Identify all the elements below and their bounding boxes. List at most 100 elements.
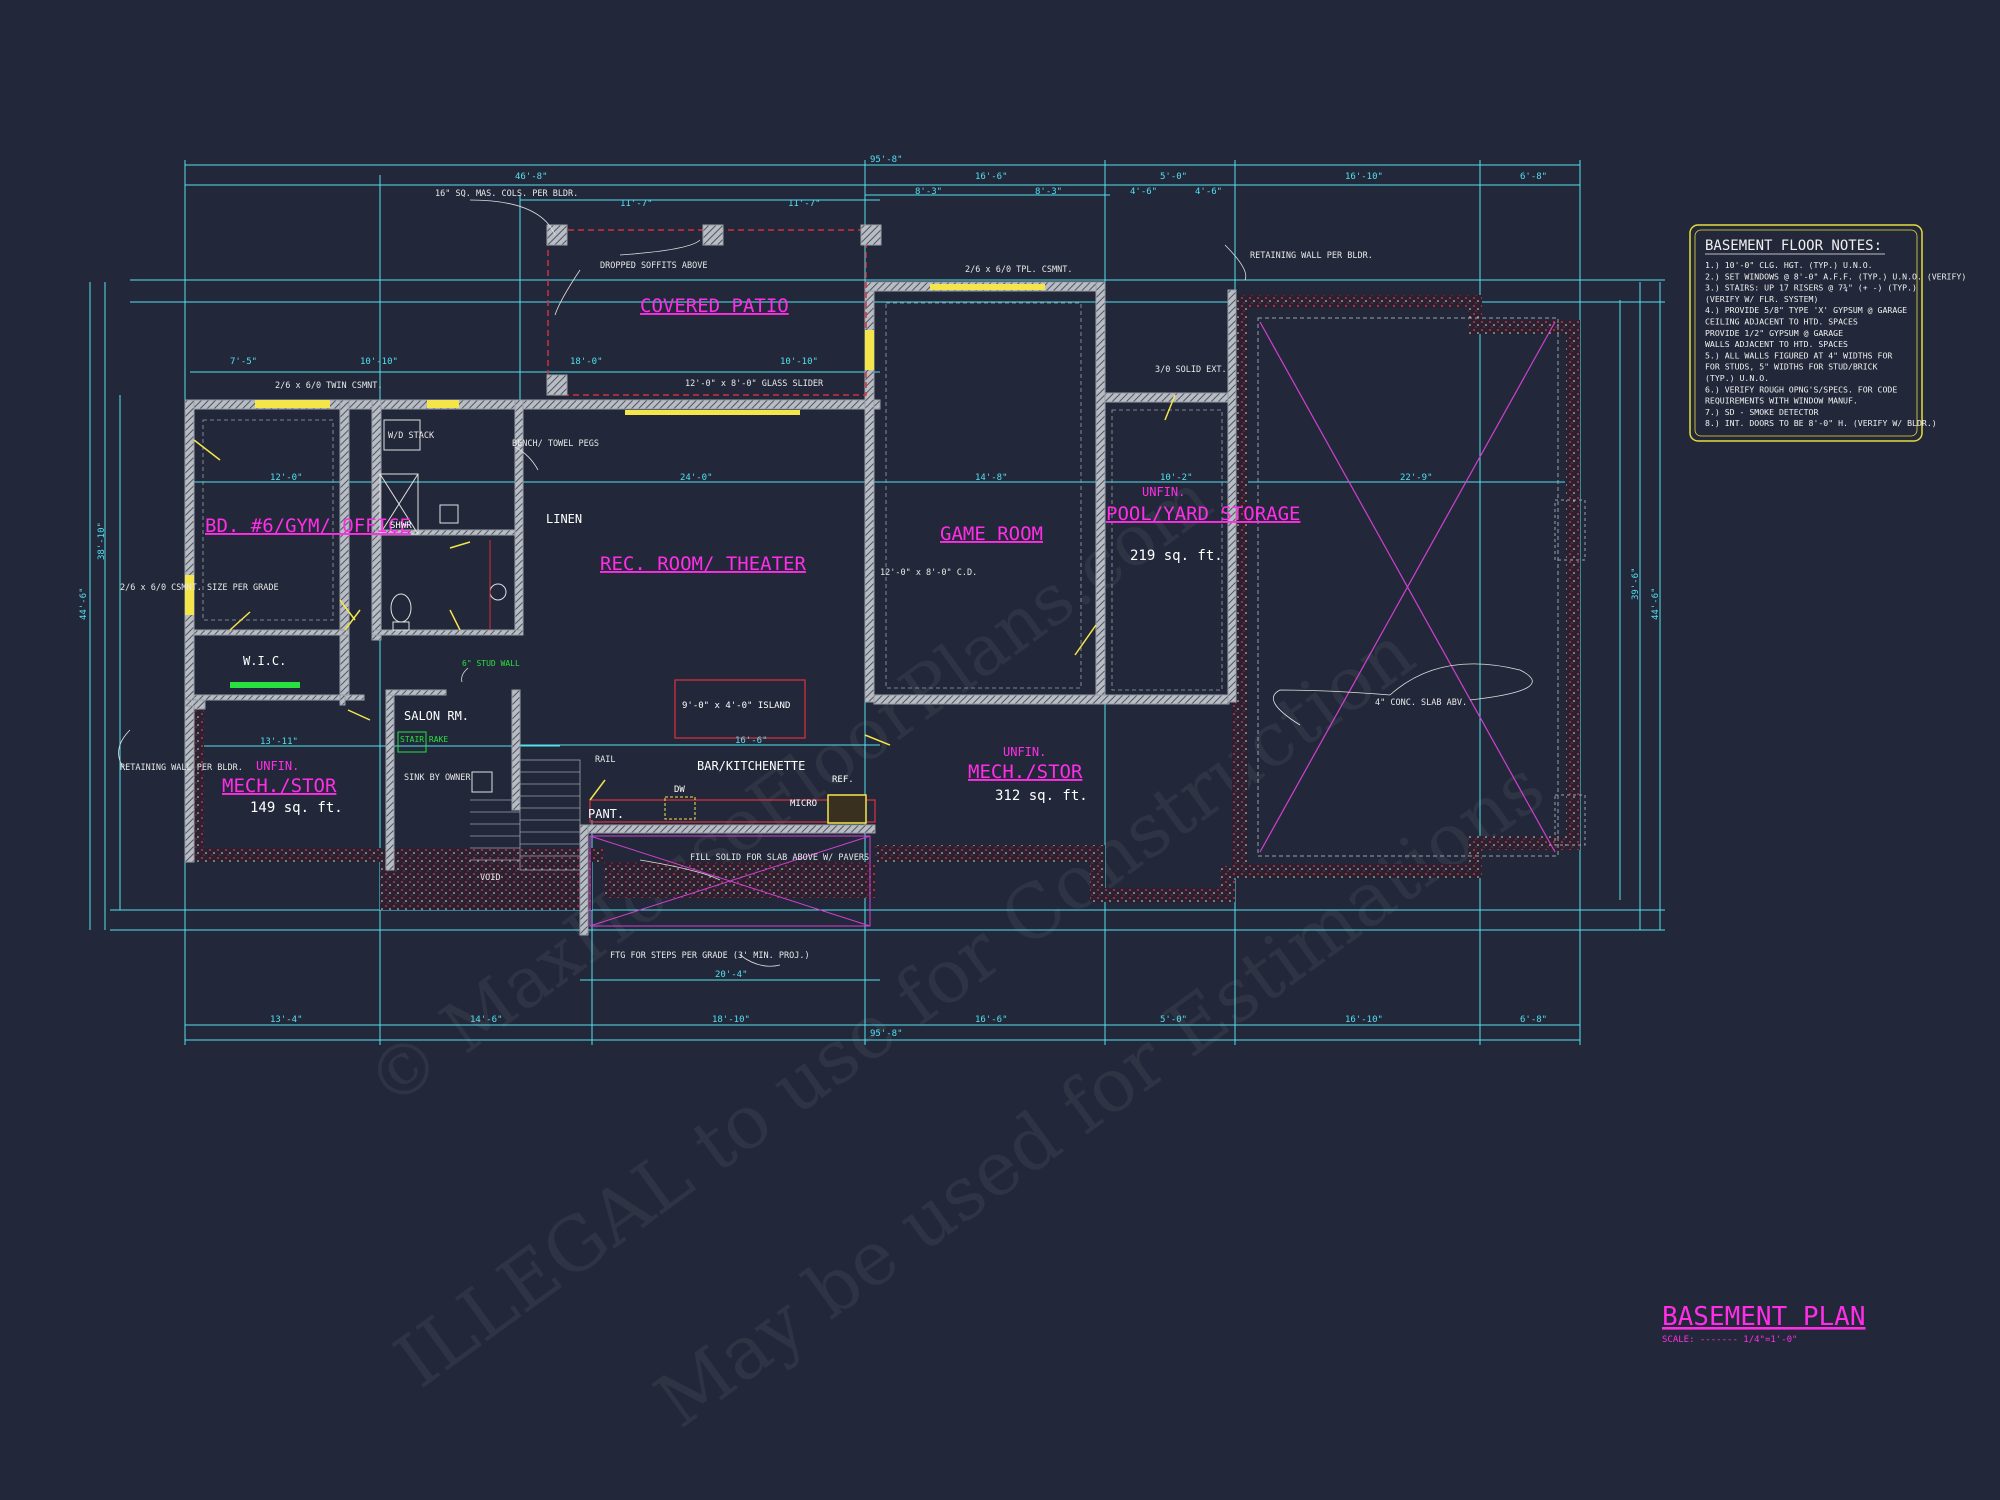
dim-12-0: 12'-0"	[270, 473, 303, 483]
note-line: REQUIREMENTS WITH WINDOW MANUF.	[1705, 396, 1858, 406]
dim-16-6-top: 16'-6"	[975, 172, 1008, 182]
dim-6-8-top: 6'-8"	[1520, 172, 1547, 182]
callout-cd: 12'-0" x 8'-0" C.D.	[880, 568, 977, 578]
covered-patio-outline	[546, 224, 882, 396]
notes-lines: 1.) 10'-0" CLG. HGT. (TYP.) U.N.O.2.) SE…	[1705, 260, 1966, 428]
callout-stud-wall: 6" STUD WALL	[462, 659, 520, 668]
dim-16-6-bottom: 16'-6"	[975, 1015, 1008, 1025]
fill-solid-area	[589, 835, 871, 927]
foundation-walls	[130, 295, 1580, 910]
room-shwr: SHWR	[390, 521, 412, 531]
callout-stair-rake: STAIR RAKE	[400, 735, 448, 744]
note-line: 3.) STAIRS: UP 17 RISERS @ 7¾" (+ -) (TY…	[1705, 283, 1917, 293]
dim-8-3-a: 8'-3"	[915, 187, 942, 197]
room-mech-center-area: 312 sq. ft.	[995, 788, 1088, 804]
note-line: 2.) SET WINDOWS @ 8'-0" A.F.F. (TYP.) U.…	[1705, 271, 1966, 281]
dim-overall-top: 95'-8"	[870, 155, 903, 165]
room-covered-patio: COVERED PATIO	[640, 295, 789, 317]
garage-slab	[1257, 317, 1586, 857]
plan-scale-text: SCALE: ------- 1/4"=1'-0"	[1662, 1335, 1797, 1345]
dim-overall-bottom: 95'-8"	[870, 1029, 903, 1039]
room-mech-center: MECH./STOR	[968, 761, 1083, 783]
note-line: FOR STUDS, 5" WIDTHS FOR STUD/BRICK	[1705, 362, 1878, 372]
room-pool: POOL/YARD STORAGE	[1106, 503, 1300, 525]
doors	[193, 394, 1176, 801]
bath-fixtures	[379, 419, 507, 631]
dim-10-10-b: 10'-10"	[360, 357, 398, 367]
note-line: 8.) INT. DOORS TO BE 8'-0" H. (VERIFY W/…	[1705, 418, 1937, 428]
room-mech-left: MECH./STOR	[222, 775, 337, 797]
note-line: PROVIDE 1/2" GYPSUM @ GARAGE	[1705, 328, 1843, 338]
room-mech-left-unfin: UNFIN.	[256, 759, 299, 773]
leader-lines	[118, 199, 1533, 967]
dim-4-6-a: 4'-6"	[1130, 187, 1157, 197]
salon-fixtures	[397, 731, 493, 793]
dim-6-8-bottom: 6'-8"	[1520, 1015, 1547, 1025]
callout-csmnt-left: 2/6 x 6/0 CSMNT. SIZE PER GRADE	[120, 583, 279, 593]
note-line: 1.) 10'-0" CLG. HGT. (TYP.) U.N.O.	[1705, 260, 1873, 270]
dimension-lines	[89, 160, 1665, 1045]
dim-16-10-top: 16'-10"	[1345, 172, 1383, 182]
note-line: 5.) ALL WALLS FIGURED AT 4" WIDTHS FOR	[1705, 350, 1892, 360]
dim-44-6-right: 44'-6"	[1651, 587, 1661, 620]
room-game: GAME ROOM	[940, 523, 1043, 545]
dimension-labels: 95'-8" 46'-8" 16'-6" 5'-0" 16'-10" 6'-8"…	[79, 155, 1661, 1039]
note-line: 4.) PROVIDE 5/8" TYPE 'X' GYPSUM @ GARAG…	[1705, 305, 1907, 315]
note-line: 6.) VERIFY ROUGH OPNG'S/SPECS. FOR CODE	[1705, 384, 1897, 394]
callout-slab: 4" CONC. SLAB ABV.	[1375, 698, 1467, 708]
dim-10-2: 10'-2"	[1160, 473, 1193, 483]
dim-16-6-mid: 16'-6"	[735, 736, 768, 746]
callout-retaining-top: RETAINING WALL PER BLDR.	[1250, 251, 1373, 261]
callout-void: VOID	[480, 873, 500, 883]
dim-13-11: 13'-11"	[260, 737, 298, 747]
callout-cols: 16" SQ. MAS. COLS. PER BLDR.	[435, 189, 578, 199]
dim-7-5: 7'-5"	[230, 357, 257, 367]
callout-wd: W/D STACK	[388, 431, 435, 441]
dim-5-0-top: 5'-0"	[1160, 172, 1187, 182]
dim-39-6: 39'-6"	[1631, 567, 1641, 600]
callout-sink: SINK BY OWNER	[404, 773, 471, 783]
room-mech-left-area: 149 sq. ft.	[250, 800, 343, 816]
room-bar: BAR/KITCHENETTE	[697, 759, 805, 773]
dim-20-4: 20'-4"	[715, 970, 748, 980]
dim-11-7-b: 11'-7"	[788, 199, 821, 209]
callouts: 16" SQ. MAS. COLS. PER BLDR. DROPPED SOF…	[120, 189, 1467, 961]
room-linen: LINEN	[546, 512, 582, 526]
callout-dropped: DROPPED SOFFITS ABOVE	[600, 261, 707, 271]
room-labels: COVERED PATIO BD. #6/GYM/ OFFICE REC. RO…	[205, 295, 1300, 821]
plan-title: BASEMENT PLAN SCALE: ------- 1/4"=1'-0"	[1662, 1302, 1866, 1345]
note-line: (VERIFY W/ FLR. SYSTEM)	[1705, 294, 1818, 304]
dim-10-10-a: 10'-10"	[780, 357, 818, 367]
callout-solid: 3/0 SOLID EXT.	[1155, 365, 1227, 375]
dim-left-top: 46'-8"	[515, 172, 548, 182]
watermark: © MaxHouseFloorPlans.com ILLEGAL to use …	[352, 457, 1560, 1445]
room-wic: W.I.C.	[243, 654, 286, 668]
callout-fill: FILL SOLID FOR SLAB ABOVE W/ PAVERS	[690, 853, 869, 863]
callout-ftg: FTG FOR STEPS PER GRADE (3' MIN. PROJ.)	[610, 951, 810, 961]
room-pant: PANT.	[588, 807, 624, 821]
dim-38-10: 38'-10"	[97, 522, 107, 560]
dim-22-9: 22'-9"	[1400, 473, 1433, 483]
label-ref: REF.	[832, 775, 854, 785]
dim-44-6-left: 44'-6"	[79, 587, 89, 620]
dim-18-10: 18'-10"	[712, 1015, 750, 1025]
windows	[185, 284, 1045, 688]
callout-twin: 2/6 x 6/0 TWIN CSMNT.	[275, 381, 382, 391]
callout-retaining-left: RETAINING WALL PER BLDR.	[120, 763, 243, 773]
dim-16-10-bottom: 16'-10"	[1345, 1015, 1383, 1025]
dim-13-4: 13'-4"	[270, 1015, 303, 1025]
dim-18-0: 18'-0"	[570, 357, 603, 367]
callout-bench: BENCH/ TOWEL PEGS	[512, 439, 599, 449]
kitchen-fixtures	[589, 679, 876, 824]
room-pool-area: 219 sq. ft.	[1130, 548, 1223, 564]
dim-5-0-bottom: 5'-0"	[1160, 1015, 1187, 1025]
label-micro: MICRO	[790, 799, 817, 809]
dim-14-8: 14'-8"	[975, 473, 1008, 483]
note-line: WALLS ADJACENT TO HTD. SPACES	[1705, 339, 1848, 349]
room-island: 9'-0" x 4'-0" ISLAND	[682, 701, 790, 711]
callout-glass-slider: 12'-0" x 8'-0" GLASS SLIDER	[685, 379, 824, 389]
walls	[184, 281, 1237, 936]
stairs	[470, 759, 581, 871]
